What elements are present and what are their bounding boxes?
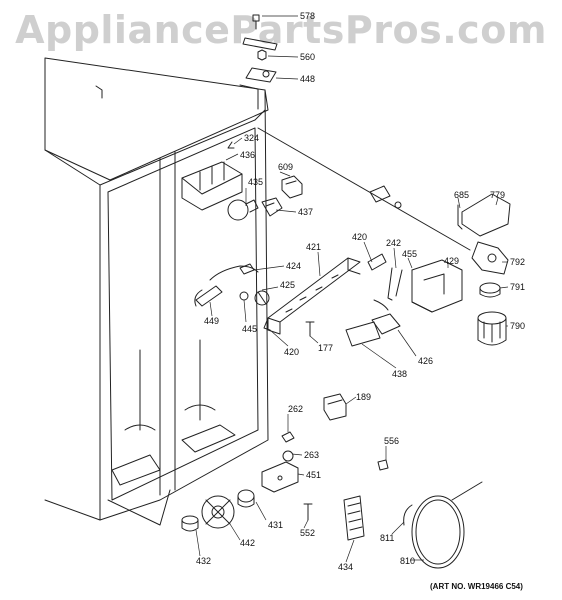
screw-177 — [305, 321, 315, 337]
part-label-560: 560 — [300, 52, 316, 62]
water-tubing-coil — [403, 481, 483, 569]
small-clip — [377, 459, 389, 471]
vent-grille — [343, 495, 365, 541]
control-knob — [254, 290, 270, 306]
water-filter — [477, 311, 507, 346]
part-label-437: 437 — [298, 207, 314, 217]
damper-assembly — [323, 393, 347, 421]
art-number: (ART NO. WR19466 C54) — [430, 582, 523, 591]
part-label-420: 420 — [352, 232, 368, 242]
part-label-552: 552 — [300, 528, 316, 538]
part-label-431: 431 — [268, 520, 284, 530]
door-hinge — [261, 461, 299, 493]
hinge-parts — [281, 431, 295, 462]
part-label-436: 436 — [240, 150, 256, 160]
part-label-448: 448 — [300, 74, 316, 84]
part-label-426: 426 — [418, 356, 434, 366]
part-label-609: 609 — [278, 162, 294, 172]
part-label-324: 324 — [244, 133, 260, 143]
rubber-cap — [181, 515, 199, 532]
light-housing — [181, 141, 243, 211]
small-cap — [239, 291, 249, 301]
part-label-556: 556 — [384, 436, 400, 446]
part-label-792: 792 — [510, 257, 526, 267]
valve-cap — [479, 282, 501, 298]
screw-552 — [303, 503, 313, 521]
part-label-432: 432 — [196, 556, 212, 566]
part-label-262: 262 — [288, 404, 304, 414]
dispenser-module — [345, 299, 401, 347]
part-label-445: 445 — [242, 324, 258, 334]
part-label-421: 421 — [306, 242, 322, 252]
part-label-449: 449 — [204, 316, 220, 326]
part-label-438: 438 — [392, 369, 408, 379]
part-label-442: 442 — [240, 538, 256, 548]
door-switch — [281, 175, 303, 199]
part-label-811: 811 — [380, 533, 395, 543]
part-label-791: 791 — [510, 282, 526, 292]
part-label-177: 177 — [318, 343, 334, 353]
part-label-424: 424 — [286, 261, 302, 271]
fan-motor — [201, 489, 255, 529]
part-label-779: 779 — [490, 190, 506, 200]
mounting-bracket — [263, 253, 387, 335]
cabinet-frame — [44, 57, 269, 526]
water-line-rod — [257, 127, 471, 251]
part-label-429: 429 — [444, 256, 460, 266]
part-label-451: 451 — [306, 470, 322, 480]
part-label-790: 790 — [510, 321, 526, 331]
part-label-578: 578 — [300, 11, 316, 21]
part-label-685: 685 — [454, 190, 470, 200]
light-socket — [261, 197, 283, 217]
part-label-434: 434 — [338, 562, 354, 572]
control-housing — [387, 259, 463, 313]
part-label-420: 420 — [284, 347, 300, 357]
part-label-810: 810 — [400, 556, 416, 566]
part-label-242: 242 — [386, 238, 402, 248]
wire-harness — [194, 263, 259, 307]
part-label-189: 189 — [356, 392, 372, 402]
top-rail-screws — [242, 14, 278, 83]
part-label-425: 425 — [280, 280, 296, 290]
light-bulb — [227, 199, 259, 221]
part-label-263: 263 — [304, 450, 320, 460]
part-label-455: 455 — [402, 249, 418, 259]
part-label-435: 435 — [248, 177, 264, 187]
dispenser-cover — [457, 193, 511, 275]
